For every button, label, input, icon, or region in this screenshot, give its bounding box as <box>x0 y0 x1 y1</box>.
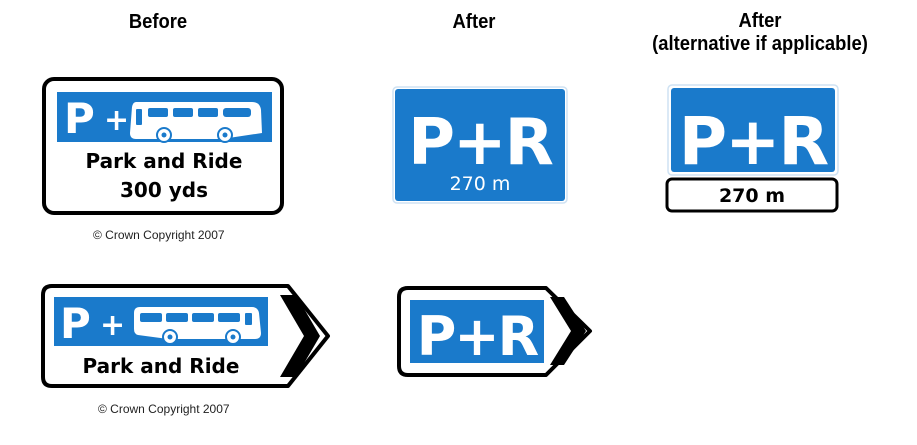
header-after-alt: After (alternative if applicable) <box>613 10 907 56</box>
sign-text-distance: 270 m <box>450 173 511 195</box>
header-after: After <box>452 11 496 33</box>
sign-text-distance: 270 m <box>719 185 785 207</box>
sign-text-distance: 300 yds <box>120 178 208 202</box>
blue-panel <box>410 300 544 363</box>
header-before: Before <box>128 11 188 33</box>
sign-before-direction: P + Park and Ride <box>41 284 330 388</box>
chevron-right-icon <box>550 297 586 365</box>
bus-icon <box>130 102 262 143</box>
plus-symbol: + <box>100 308 125 343</box>
chevron-right-icon <box>280 295 320 377</box>
bus-icon <box>134 307 261 345</box>
pr-symbol: P+R <box>408 106 553 180</box>
sign-after-direction: P+R <box>397 286 592 377</box>
distance-plate <box>665 177 839 213</box>
sign-before-distance: P + Park and Ride 300 yds <box>42 77 284 215</box>
pr-symbol: P+R <box>417 305 539 368</box>
plus-symbol: + <box>104 103 129 138</box>
copyright-notice-2: © Crown Copyright 2007 <box>98 402 230 416</box>
parking-p-symbol: P <box>60 299 91 348</box>
sign-text-park-and-ride: Park and Ride <box>86 149 243 173</box>
sign-text-park-and-ride: Park and Ride <box>83 354 240 378</box>
pr-symbol: P+R <box>679 103 829 180</box>
copyright-notice-1: © Crown Copyright 2007 <box>93 228 225 242</box>
sign-after-distance: P+R 270 m <box>392 86 568 204</box>
sign-after-alt-distance: P+R 270 m <box>665 84 839 213</box>
header-after-alt-line1: After <box>738 10 782 32</box>
header-after-alt-line2: (alternative if applicable) <box>652 33 868 55</box>
parking-p-symbol: P <box>64 94 95 143</box>
